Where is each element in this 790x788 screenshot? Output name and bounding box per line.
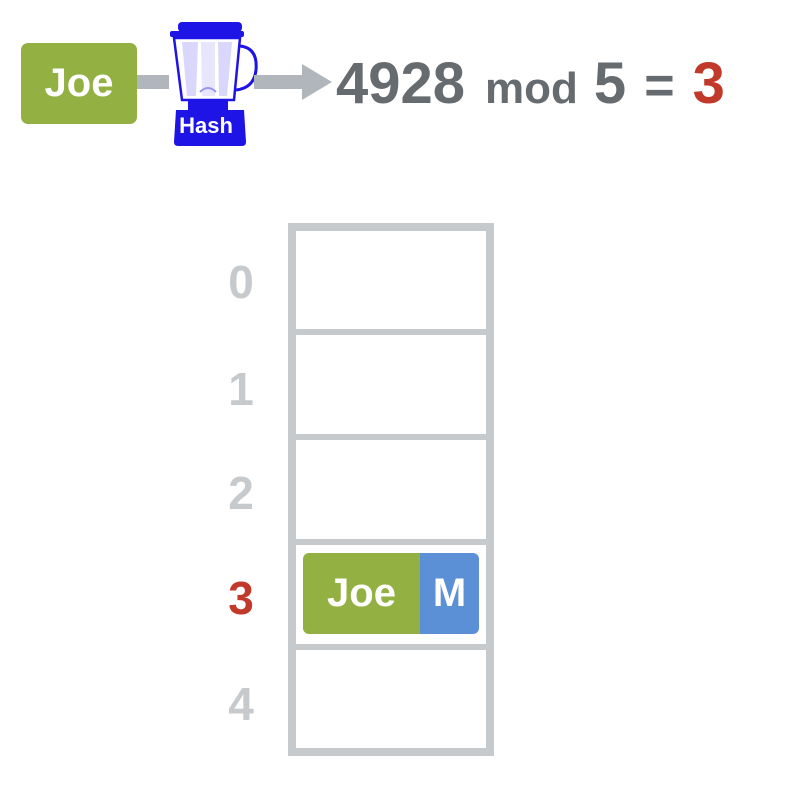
hash-label: Hash (179, 113, 233, 138)
index-label-4: 4 (228, 678, 254, 730)
index-label-1: 1 (228, 363, 254, 415)
entry-value: M (420, 553, 479, 634)
arrow-right-icon (254, 64, 332, 100)
divisor: 5 (593, 51, 627, 116)
connector-line (137, 75, 169, 89)
index-label-3: 3 (228, 572, 254, 624)
hash-value: 4928 (336, 51, 466, 116)
mod-operator: mod (485, 64, 578, 113)
table-entry: Joe M (303, 553, 479, 634)
hash-equation: 4928 mod 5 = 3 (336, 50, 725, 120)
equals-sign: = (644, 57, 675, 115)
entry-key: Joe (303, 553, 420, 634)
blender-icon (170, 22, 258, 146)
hash-table (288, 223, 494, 756)
index-label-2: 2 (228, 467, 254, 519)
input-key-box: Joe (21, 43, 137, 124)
input-key-label: Joe (44, 61, 114, 105)
index-label-0: 0 (228, 256, 254, 308)
hash-result: 3 (692, 51, 725, 116)
